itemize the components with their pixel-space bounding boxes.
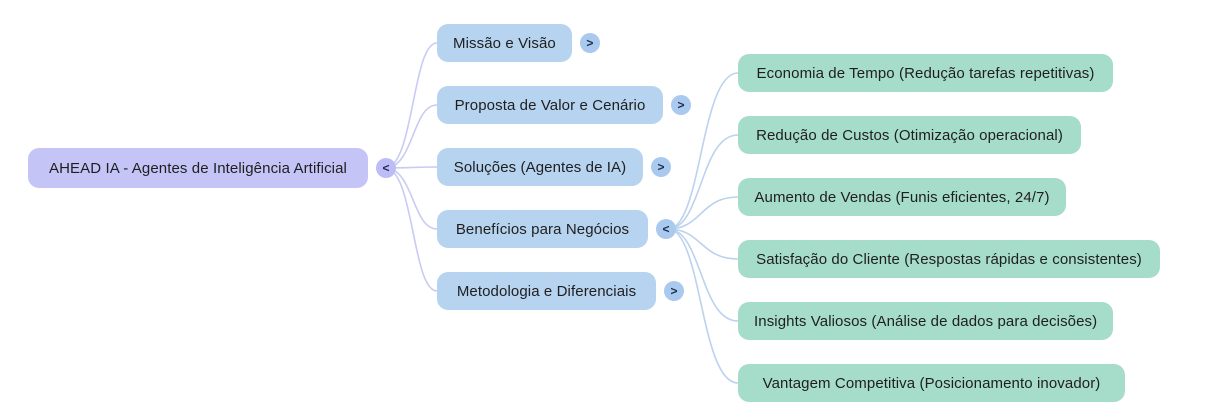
beneficios-connector-group xyxy=(667,72,739,384)
node-label: Aumento de Vendas (Funis eficientes, 24/… xyxy=(754,188,1050,206)
leaf-row-reducao: Redução de Custos (Otimização operaciona… xyxy=(738,116,1081,154)
branch-row-solucoes: Soluções (Agentes de IA) > xyxy=(437,148,671,186)
node-beneficios[interactable]: Benefícios para Negócios xyxy=(437,210,648,248)
node-label: Economia de Tempo (Redução tarefas repet… xyxy=(756,64,1095,82)
node-satisfacao-do-cliente[interactable]: Satisfação do Cliente (Respostas rápidas… xyxy=(738,240,1160,278)
leaf-row-vantagem: Vantagem Competitiva (Posicionamento ino… xyxy=(738,364,1125,402)
branch-row-beneficios: Benefícios para Negócios < xyxy=(437,210,676,248)
leaf-row-aumento: Aumento de Vendas (Funis eficientes, 24/… xyxy=(738,178,1066,216)
node-economia-de-tempo[interactable]: Economia de Tempo (Redução tarefas repet… xyxy=(738,54,1113,92)
node-reducao-de-custos[interactable]: Redução de Custos (Otimização operaciona… xyxy=(738,116,1081,154)
node-aumento-de-vendas[interactable]: Aumento de Vendas (Funis eficientes, 24/… xyxy=(738,178,1066,216)
leaf-row-satisfacao: Satisfação do Cliente (Respostas rápidas… xyxy=(738,240,1160,278)
expand-proposta-button[interactable]: > xyxy=(671,95,691,115)
expand-solucoes-button[interactable]: > xyxy=(651,157,671,177)
connector-beneficios-economia xyxy=(667,72,739,230)
node-label: Proposta de Valor e Cenário xyxy=(454,96,646,114)
leaf-row-economia: Economia de Tempo (Redução tarefas repet… xyxy=(738,54,1113,92)
collapse-root-button[interactable]: < xyxy=(376,158,396,178)
branch-row-proposta: Proposta de Valor e Cenário > xyxy=(437,86,691,124)
collapse-beneficios-button[interactable]: < xyxy=(656,219,676,239)
connector-beneficios-satisfacao xyxy=(667,228,739,260)
node-proposta-de-valor[interactable]: Proposta de Valor e Cenário xyxy=(437,86,663,124)
node-label: Metodologia e Diferenciais xyxy=(456,282,637,300)
node-root[interactable]: AHEAD IA - Agentes de Inteligência Artif… xyxy=(28,148,368,188)
connector-beneficios-insights xyxy=(667,228,739,322)
branch-row-metodologia: Metodologia e Diferenciais > xyxy=(437,272,684,310)
node-label: Benefícios para Negócios xyxy=(455,220,630,238)
root-row: AHEAD IA - Agentes de Inteligência Artif… xyxy=(28,148,396,188)
node-missao-e-visao[interactable]: Missão e Visão xyxy=(437,24,572,62)
node-label: Soluções (Agentes de IA) xyxy=(453,158,627,176)
node-insights-valiosos[interactable]: Insights Valiosos (Análise de dados para… xyxy=(738,302,1114,340)
leaf-row-insights: Insights Valiosos (Análise de dados para… xyxy=(738,302,1114,340)
connector-beneficios-vantagem xyxy=(667,228,739,384)
connector-beneficios-aumento xyxy=(667,196,739,230)
expand-metodologia-button[interactable]: > xyxy=(664,281,684,301)
node-root-label: AHEAD IA - Agentes de Inteligência Artif… xyxy=(49,159,347,177)
node-label: Satisfação do Cliente (Respostas rápidas… xyxy=(756,250,1142,268)
connector-beneficios-reducao xyxy=(667,134,739,230)
branch-row-missao: Missão e Visão > xyxy=(437,24,600,62)
node-label: Redução de Custos (Otimização operaciona… xyxy=(756,126,1063,144)
node-label: Insights Valiosos (Análise de dados para… xyxy=(754,312,1098,330)
node-vantagem-competitiva[interactable]: Vantagem Competitiva (Posicionamento ino… xyxy=(738,364,1125,402)
expand-missao-button[interactable]: > xyxy=(579,33,600,53)
node-solucoes[interactable]: Soluções (Agentes de IA) xyxy=(437,148,643,186)
node-label: Missão e Visão xyxy=(453,34,556,52)
node-metodologia[interactable]: Metodologia e Diferenciais xyxy=(437,272,656,310)
node-label: Vantagem Competitiva (Posicionamento ino… xyxy=(762,374,1101,392)
